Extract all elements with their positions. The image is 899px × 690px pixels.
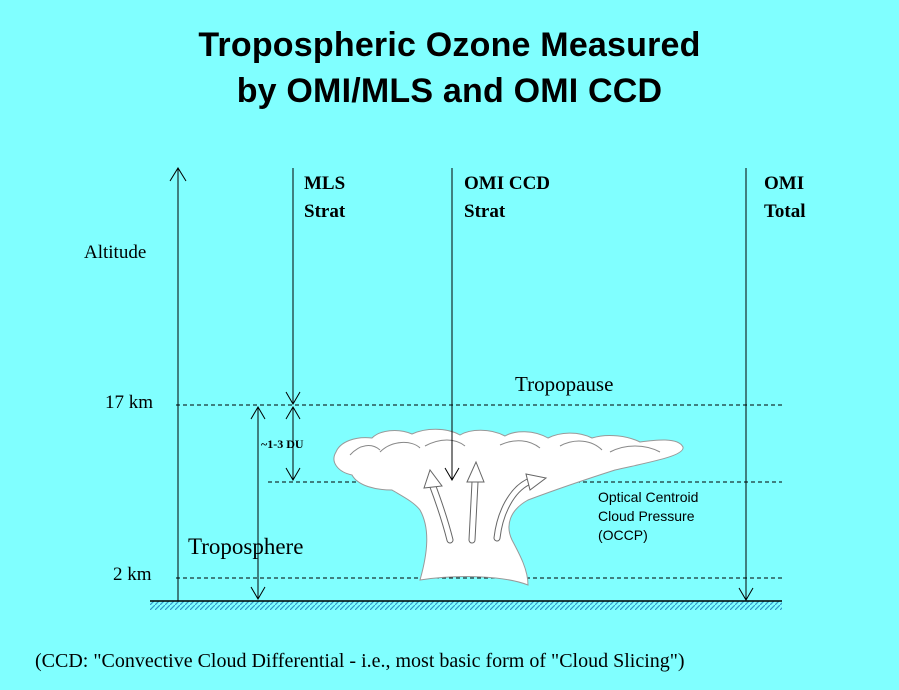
du-label: ~1-3 DU	[261, 437, 304, 451]
occp-label-line2: Cloud Pressure	[598, 508, 695, 524]
mls-strat-arrow	[285, 168, 301, 405]
occp-label: Optical Centroid Cloud Pressure (OCCP)	[598, 488, 698, 545]
altitude-axis-arrow	[169, 167, 187, 601]
mls-label-line1: MLS	[304, 173, 346, 194]
omi-total-label-line1: OMI	[764, 173, 805, 194]
omi-ccd-label-line1: OMI CCD	[464, 173, 551, 194]
footnote: (CCD: "Convective Cloud Differential - i…	[35, 650, 685, 672]
altitude-2km-label: 2 km	[113, 564, 152, 585]
omi-total-label-line2: Total	[764, 201, 806, 222]
title-line-1: Tropospheric Ozone Measured	[198, 26, 701, 64]
omi-ccd-strat-label: OMI CCD Strat	[464, 170, 550, 226]
omi-ccd-strat-arrow	[444, 168, 460, 481]
updraft-arrows	[423, 460, 548, 544]
occp-label-line3: (OCCP)	[598, 527, 648, 543]
mls-strat-label: MLS Strat	[304, 170, 345, 226]
mls-label-line2: Strat	[304, 201, 346, 222]
title-line-2: by OMI/MLS and OMI CCD	[236, 72, 663, 110]
troposphere-label: Troposphere	[188, 534, 304, 559]
omi-total-arrow	[738, 168, 754, 601]
tropopause-label: Tropopause	[515, 372, 614, 396]
troposphere-range-arrow	[250, 406, 266, 600]
omi-ccd-label-line2: Strat	[464, 201, 506, 222]
ground-hatch	[150, 601, 782, 610]
omi-total-label: OMI Total	[764, 170, 806, 226]
altitude-label: Altitude	[84, 242, 147, 263]
occp-label-line1: Optical Centroid	[598, 489, 699, 505]
du-range-arrow	[285, 406, 301, 481]
altitude-17km-label: 17 km	[105, 392, 154, 413]
